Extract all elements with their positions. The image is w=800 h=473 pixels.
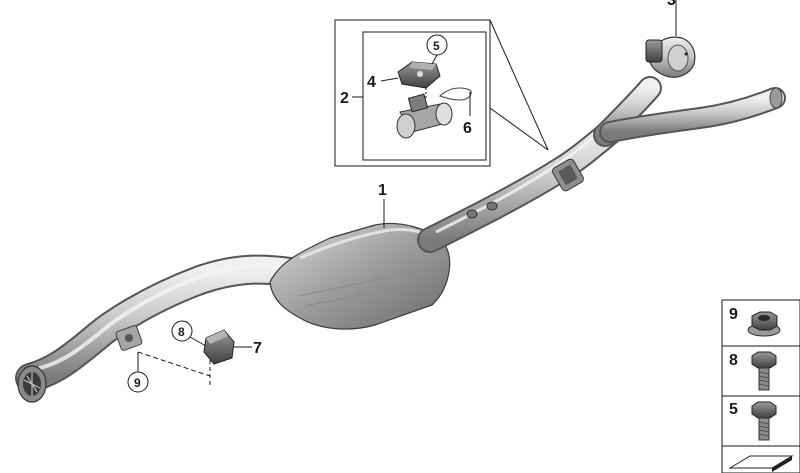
front-pipe-catalytic-converter bbox=[15, 76, 786, 403]
hardware-legend: 9 8 5 bbox=[721, 299, 800, 473]
dash-leaders bbox=[137, 351, 211, 386]
legend-label-5: 5 bbox=[729, 401, 738, 418]
gasket-shim-icon bbox=[728, 455, 794, 472]
catalytic-converter bbox=[269, 222, 451, 330]
callout-9-circle bbox=[127, 371, 149, 393]
legend-item-5: 5 bbox=[721, 395, 800, 447]
bracket-part-7 bbox=[203, 329, 235, 365]
sensor-module-part-4 bbox=[397, 61, 441, 89]
inlet-flange bbox=[17, 365, 47, 403]
callout-2: 2 bbox=[340, 90, 349, 107]
callout-4: 4 bbox=[367, 74, 376, 91]
sensor-bosses bbox=[466, 201, 498, 219]
callout-8: 8 bbox=[178, 325, 185, 339]
callout-9: 9 bbox=[134, 376, 141, 390]
detail-frame bbox=[334, 19, 549, 167]
hex-bolt-icon bbox=[751, 401, 777, 441]
callout-8-circle bbox=[171, 320, 193, 342]
legend-item-9: 9 bbox=[721, 299, 800, 347]
front-pipe-bracket bbox=[115, 325, 143, 351]
hex-bolt-icon bbox=[751, 351, 777, 391]
clamp-part-3 bbox=[645, 36, 696, 78]
callout-3: 3 bbox=[667, 0, 676, 9]
callout-7: 7 bbox=[253, 340, 262, 357]
legend-footer bbox=[721, 445, 800, 473]
mid-pipe-clamp bbox=[552, 158, 584, 192]
legend-label-9: 9 bbox=[729, 306, 738, 323]
sensor-housing-part-6 bbox=[396, 87, 472, 139]
callout-6: 6 bbox=[463, 120, 472, 137]
hex-flange-nut-icon bbox=[747, 311, 781, 337]
callout-5: 5 bbox=[433, 39, 440, 53]
legend-item-8: 8 bbox=[721, 345, 800, 397]
legend-label-8: 8 bbox=[729, 352, 738, 369]
callout-1: 1 bbox=[378, 182, 387, 199]
